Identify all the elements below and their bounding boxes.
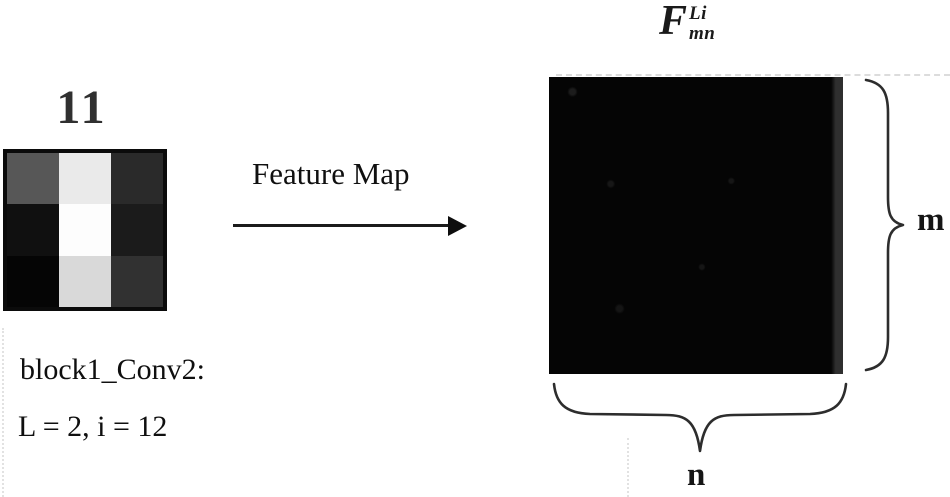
filter-grid-cell [59,153,111,205]
width-dimension-label: n [687,457,706,493]
m-brace-icon [864,78,905,372]
symbol-base: F [659,0,688,44]
filter-grid-cell [59,255,111,307]
arrow-line [233,224,449,227]
faint-dotted-rule-left [2,328,4,497]
filter-grid-cell [111,153,163,205]
filter-index-label: 11 [56,81,108,134]
symbol-superscript: Li [689,3,707,24]
filter-grid-cell [111,204,163,256]
arrow-head-icon [448,216,467,236]
filter-grid-cell [59,204,111,256]
n-brace-icon [552,382,848,453]
height-dimension-label: m [917,202,945,238]
feature-map-symbol: F Li mn [659,0,715,44]
filter-grid-cell [111,255,163,307]
faint-dashed-rule-horizontal [556,74,950,76]
filter-caption-indices: L = 2, i = 12 [18,410,168,443]
symbol-subscript: mn [689,23,716,44]
filter-caption-layer: block1_Conv2: [20,353,205,386]
faint-dotted-rule-bottom [627,438,629,497]
filter-grid-cell [7,204,59,256]
feature-map-arrow-label: Feature Map [252,156,410,191]
filter-grid-cell [7,255,59,307]
filter-grid [3,149,167,311]
symbol-scripts: Li mn [689,4,715,43]
feature-map-image [549,77,843,374]
filter-grid-cell [7,153,59,205]
